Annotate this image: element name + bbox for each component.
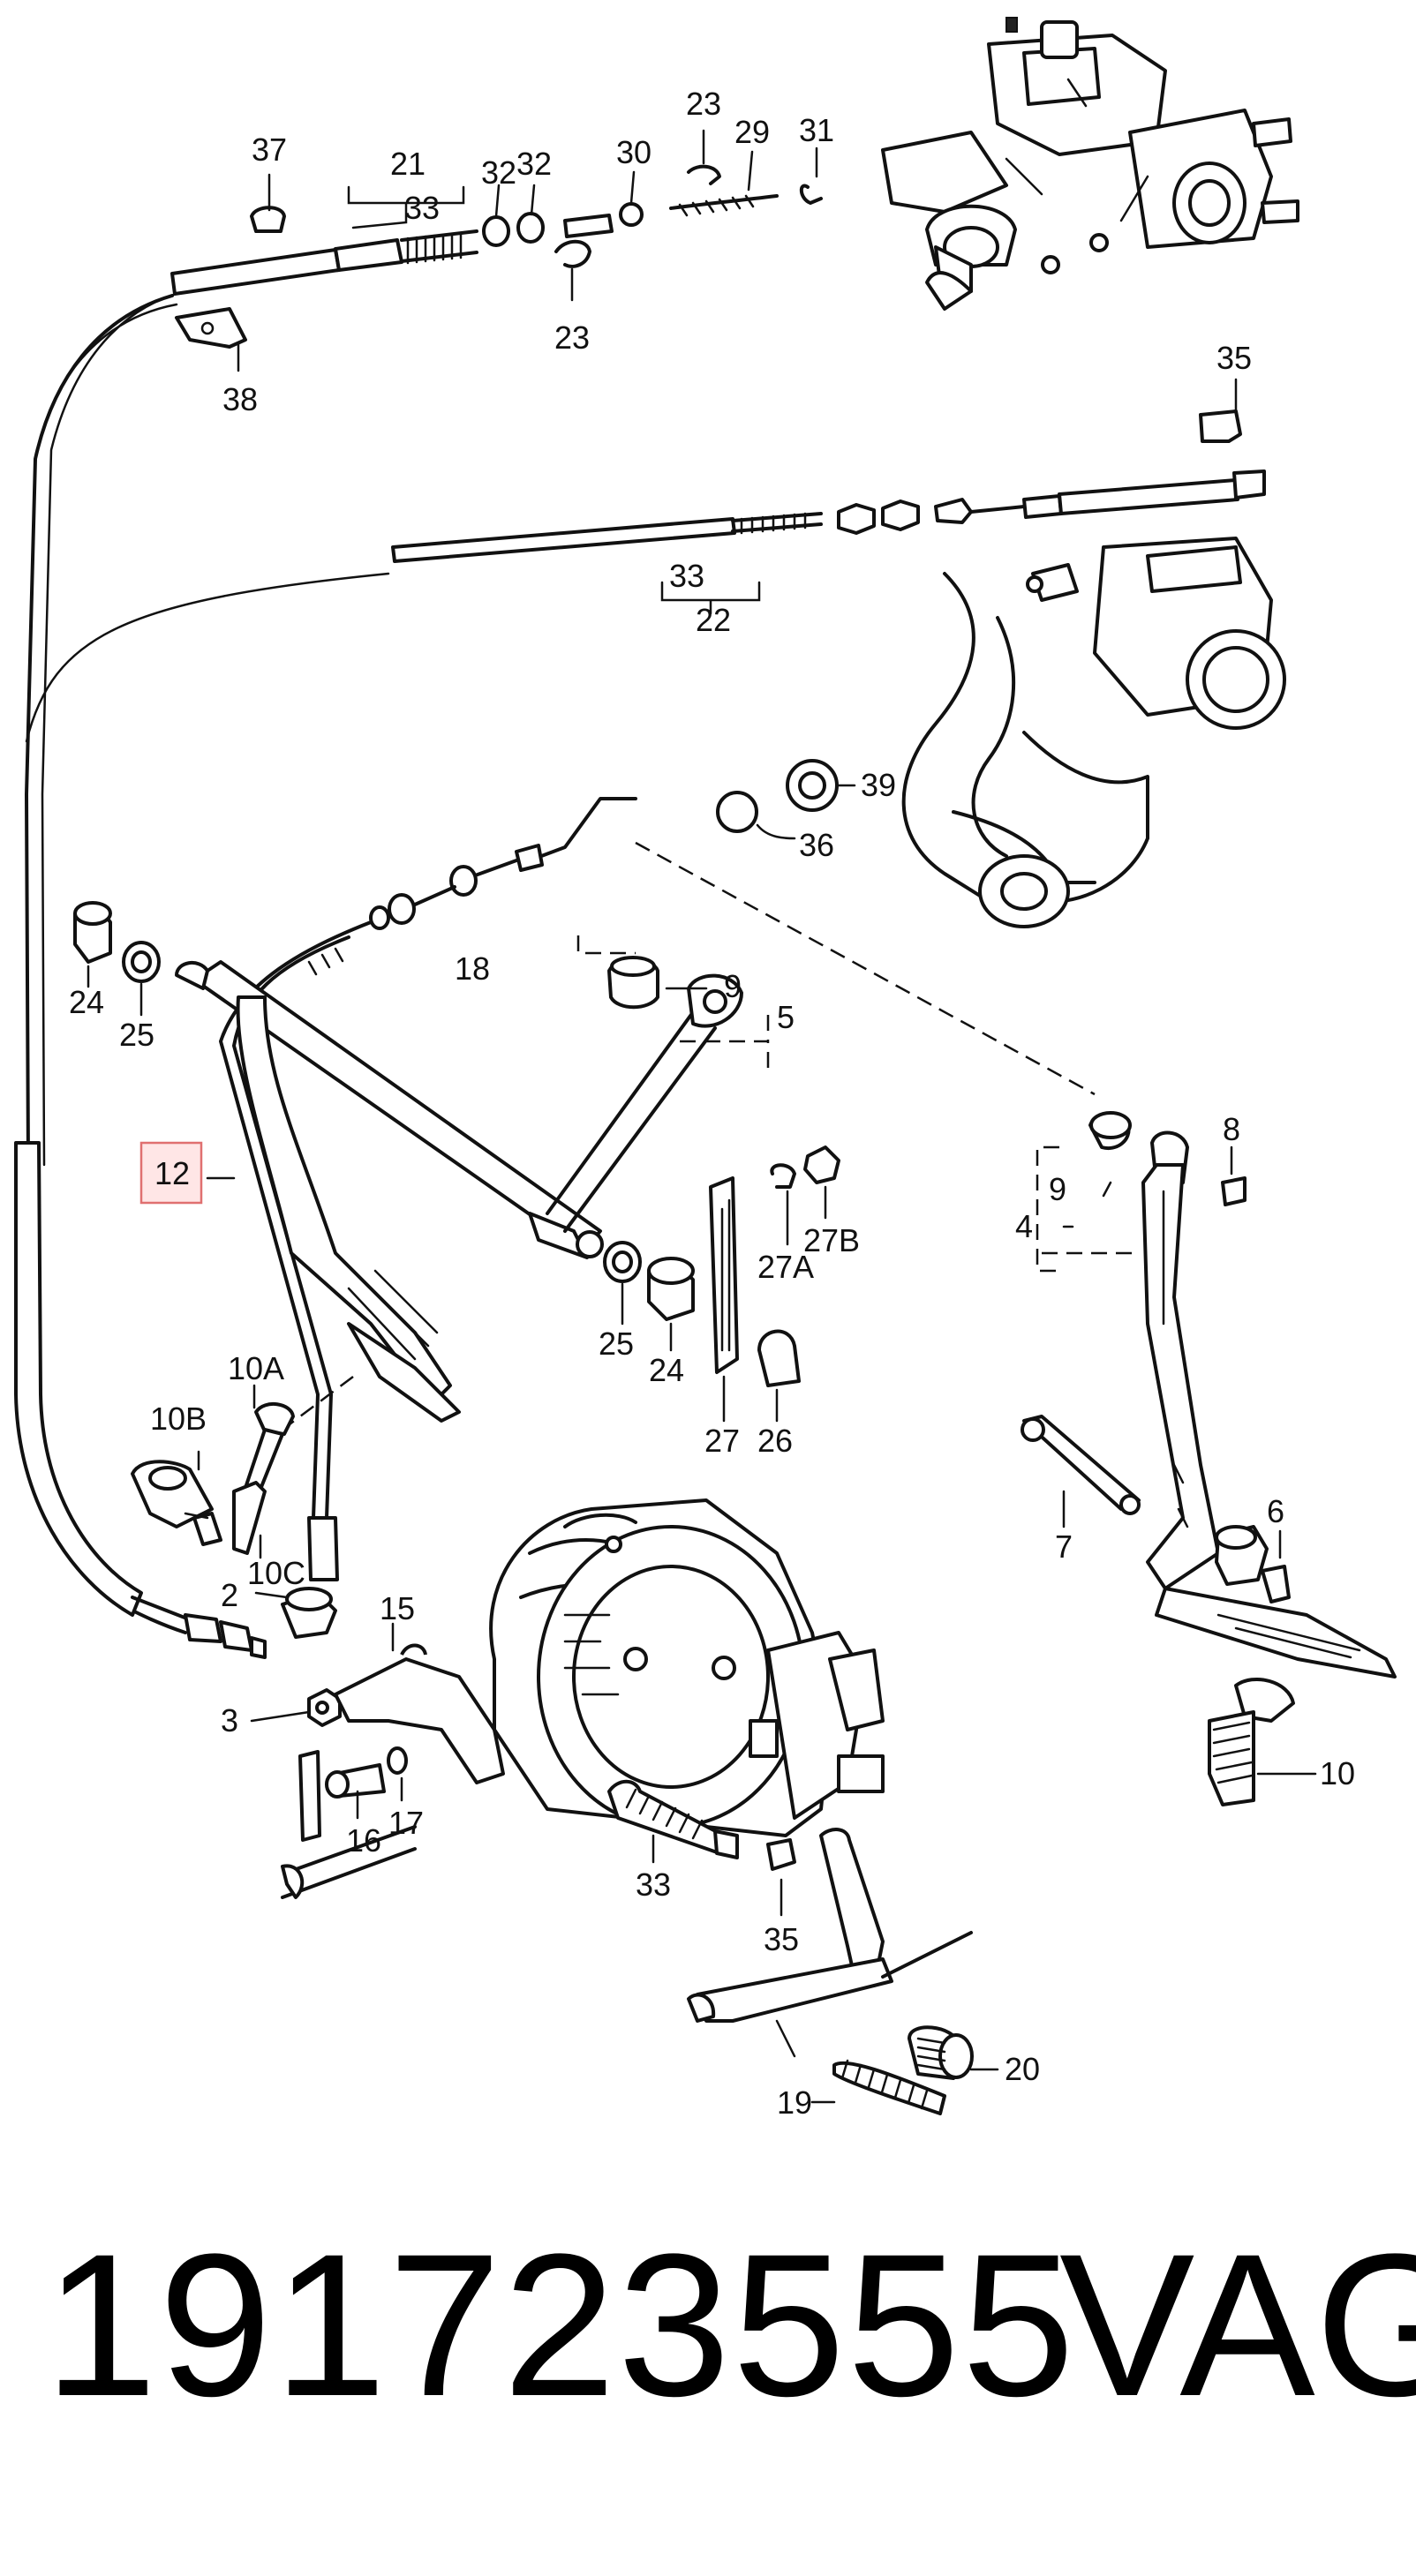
- label-32-right: 32: [516, 146, 552, 182]
- transmission-illustration: [489, 1498, 885, 1837]
- label-25-mid: 25: [599, 1326, 634, 1362]
- springs-lower-right: [832, 2025, 974, 2115]
- pedal-shaft-assembly: [175, 956, 743, 1259]
- middle-cable-assembly: [391, 409, 1266, 563]
- label-21: 21: [390, 146, 426, 182]
- label-15: 15: [380, 1590, 415, 1626]
- label-23-top: 23: [686, 86, 721, 122]
- highlight-box-12: [139, 1141, 203, 1205]
- label-27: 27: [704, 1423, 740, 1459]
- label-6: 6: [1267, 1493, 1284, 1529]
- label-8: 8: [1223, 1111, 1240, 1147]
- leader-dashed-bracket-5: [576, 935, 770, 1068]
- label-37: 37: [252, 131, 287, 168]
- label-10C: 10C: [247, 1555, 305, 1591]
- label-10: 10: [1320, 1755, 1355, 1791]
- label-26: 26: [757, 1423, 793, 1459]
- label-2: 2: [221, 1577, 238, 1613]
- label-32-left: 32: [481, 154, 516, 191]
- carburettor-illustration: [881, 17, 1299, 311]
- label-30: 30: [616, 134, 652, 170]
- leader-dashed-bracket-4: [1036, 1145, 1139, 1273]
- spring-lower: [607, 1779, 739, 1859]
- lower-cable-fittings: [131, 1587, 505, 1899]
- cable-sheath: [14, 1141, 143, 1617]
- label-9-right: 9: [1049, 1171, 1066, 1207]
- label-18: 18: [455, 950, 490, 987]
- label-33-mid: 33: [669, 558, 704, 594]
- lower-right-linkage: [687, 1828, 973, 2058]
- bushings-middle: [603, 1241, 695, 1321]
- cable-upper-branch: [34, 303, 178, 461]
- label-22: 22: [696, 602, 731, 638]
- label-35-top: 35: [1216, 340, 1252, 376]
- label-19: 19: [777, 2084, 812, 2121]
- label-33-top: 33: [404, 190, 440, 226]
- pedal-stop-screws: [131, 1402, 295, 1555]
- label-38: 38: [222, 381, 258, 417]
- leader-dashed-right: [635, 841, 1096, 1096]
- label-35-bottom: 35: [764, 1921, 799, 1957]
- label-29: 29: [734, 114, 770, 150]
- grommets: [716, 759, 839, 833]
- label-24-mid: 24: [649, 1352, 684, 1388]
- label-20: 20: [1005, 2051, 1040, 2087]
- label-27B: 27B: [803, 1222, 860, 1258]
- label-39: 39: [861, 767, 896, 803]
- label-9-top: 9: [724, 968, 742, 1004]
- bushings-left: [73, 901, 161, 983]
- label-24-left: 24: [69, 984, 104, 1020]
- parts-diagram: 37 21 33 32 32 30 23 29 31 23 38 35 33 2…: [14, 17, 1397, 2121]
- label-7: 7: [1055, 1528, 1073, 1565]
- label-10B: 10B: [150, 1401, 207, 1437]
- label-17: 17: [388, 1805, 424, 1841]
- label-4: 4: [1015, 1208, 1033, 1244]
- accelerator-cable-inner: [41, 289, 187, 1167]
- label-31: 31: [799, 112, 834, 148]
- label-23-bottom: 23: [554, 319, 590, 356]
- leader-lines: [87, 129, 1317, 2104]
- label-12: 12: [154, 1155, 190, 1191]
- label-3: 3: [221, 1702, 238, 1739]
- brand-name: VAG: [1059, 2212, 1416, 2438]
- part-labels: 37 21 33 32 32 30 23 29 31 23 38 35 33 2…: [69, 86, 1355, 2121]
- label-36: 36: [799, 827, 834, 863]
- label-16: 16: [346, 1822, 381, 1859]
- cable-to-mid-rod: [25, 572, 390, 743]
- right-lever-assembly: [1021, 1111, 1397, 1806]
- part-number: 191723555: [44, 2212, 1077, 2438]
- accelerator-linkage-drawing: 37 21 33 32 32 30 23 29 31 23 38 35 33 2…: [14, 17, 1397, 2121]
- label-5: 5: [777, 999, 795, 1035]
- label-33-bottom: 33: [636, 1866, 671, 1903]
- label-27A: 27A: [757, 1249, 814, 1285]
- label-25-left: 25: [119, 1017, 154, 1053]
- accelerator-pedal: [236, 995, 461, 1431]
- clip-lower: [766, 1838, 796, 1871]
- label-10A: 10A: [228, 1350, 284, 1386]
- stop-bracket-group: [709, 1145, 840, 1387]
- throttle-body-illustration: [901, 537, 1286, 928]
